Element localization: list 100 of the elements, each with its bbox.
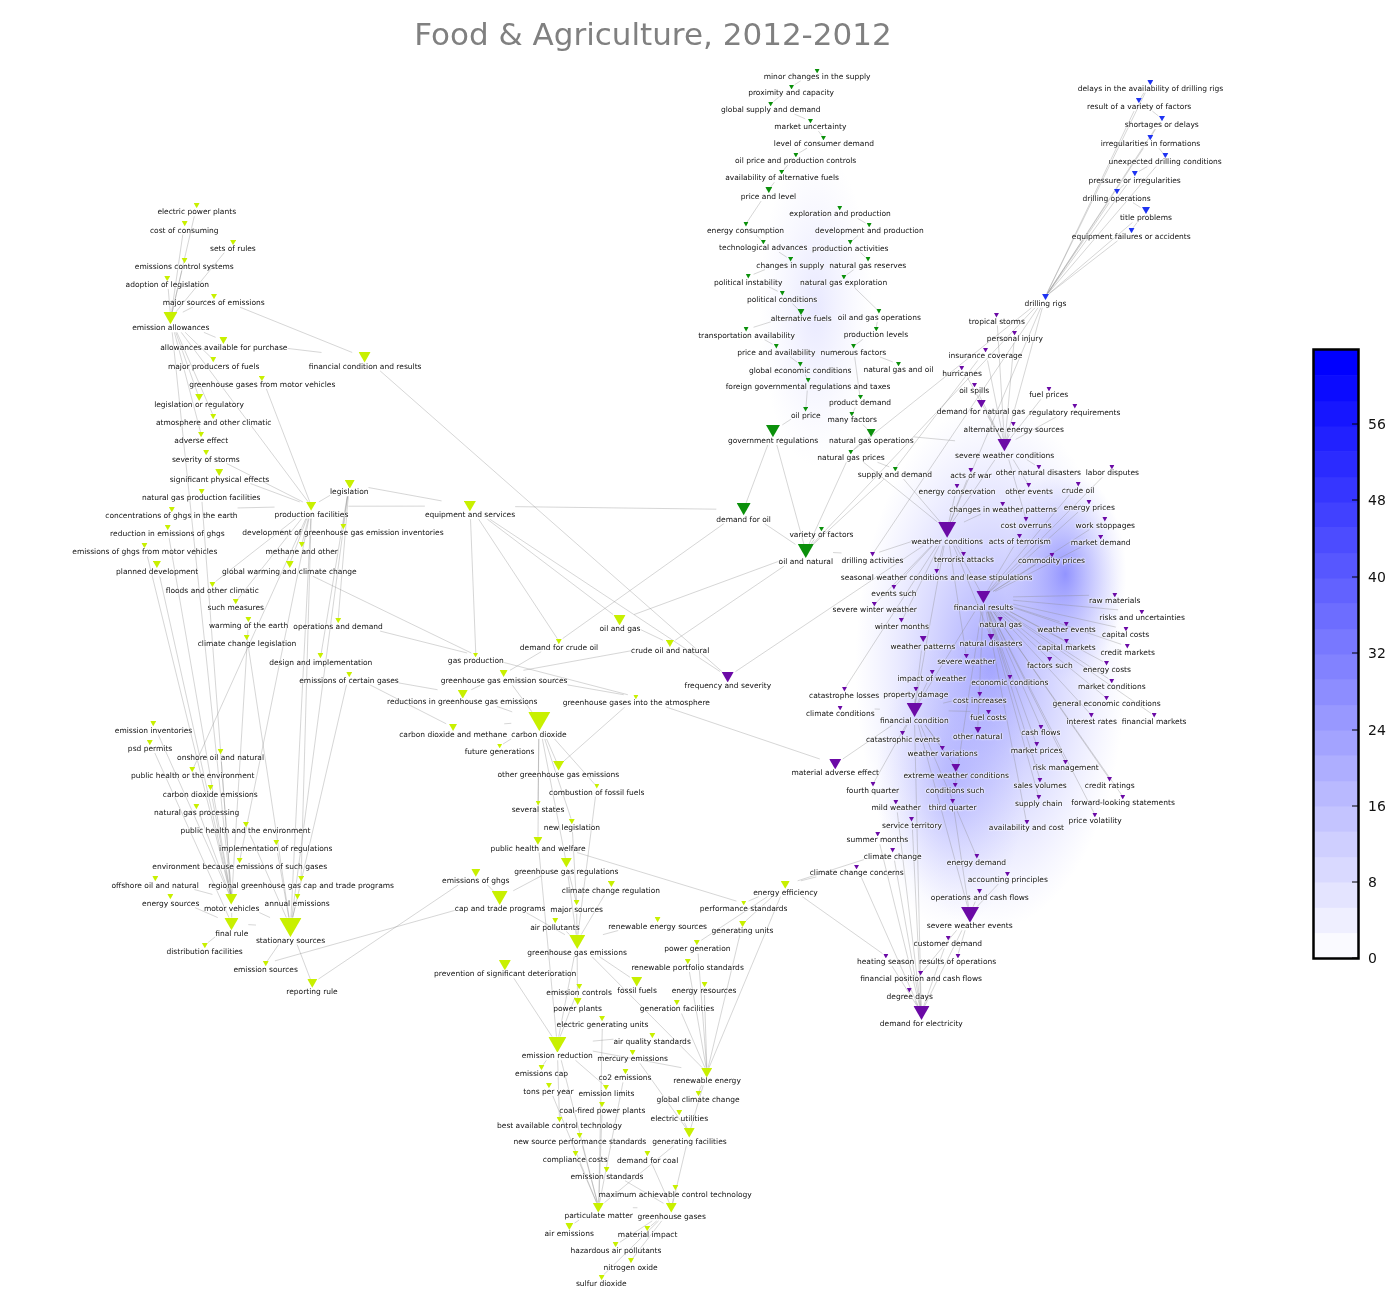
edge-line — [579, 1163, 597, 1203]
edge-line — [957, 929, 966, 954]
scale-tick-label: 8 — [1368, 874, 1377, 890]
edge-line — [924, 929, 963, 1007]
edge-line — [576, 913, 578, 935]
edge-line — [650, 1220, 658, 1227]
edge-line — [846, 269, 854, 276]
edge-line — [512, 875, 543, 892]
edge-line — [379, 370, 723, 672]
edge-line — [398, 682, 438, 691]
edge-line — [565, 931, 570, 935]
edge-line — [1047, 202, 1110, 294]
chart-title: Food & Agriculture, 2012-2012 — [414, 15, 892, 54]
edge-line — [855, 339, 864, 345]
edge-line — [193, 518, 307, 768]
edge-line — [948, 495, 956, 523]
edge-line — [955, 611, 982, 784]
edge-line — [857, 218, 866, 224]
edge-line — [949, 479, 968, 523]
edge-line — [808, 461, 847, 545]
edge-line — [249, 834, 287, 918]
edge-line — [489, 518, 721, 672]
edge-line — [369, 684, 447, 725]
edge-line — [1047, 166, 1157, 294]
edge-line — [992, 564, 1036, 592]
edge-line — [852, 235, 859, 241]
edge-line — [745, 896, 773, 922]
edge-line — [810, 539, 815, 545]
edge-line — [231, 629, 249, 895]
edge-line — [569, 875, 577, 901]
edge-line — [542, 738, 566, 859]
edge-line — [176, 332, 213, 415]
edge-line — [894, 860, 921, 1007]
edge-line — [776, 444, 805, 545]
edge-line — [842, 724, 893, 760]
edge-line — [604, 1145, 675, 1203]
edge-line — [998, 611, 1048, 658]
edge-line — [1006, 433, 1010, 440]
edge-line — [248, 648, 290, 918]
edge-line — [987, 415, 1002, 440]
edge-line — [567, 684, 625, 696]
edge-line — [735, 545, 924, 672]
edge-line — [559, 996, 576, 1037]
edge-line — [800, 876, 817, 882]
edge-line — [764, 523, 796, 545]
edge-line — [986, 546, 1015, 592]
scale-tick-label: 48 — [1368, 492, 1386, 508]
edge-line — [513, 977, 553, 1037]
edge-line — [917, 724, 968, 907]
edge-line — [250, 483, 301, 503]
edge-line — [876, 545, 932, 603]
edge-line — [509, 651, 542, 671]
edge-line — [1012, 603, 1117, 628]
edge-line — [470, 684, 481, 691]
edge-line — [598, 1114, 603, 1203]
edge-line — [976, 883, 999, 907]
edge-line — [873, 724, 907, 783]
edge-line — [478, 518, 558, 639]
edge-line — [215, 518, 297, 582]
edge-line — [207, 936, 216, 944]
edge-line — [267, 944, 279, 962]
edge-line — [558, 956, 575, 1037]
edge-line — [184, 332, 212, 358]
edge-line — [171, 270, 183, 313]
edge-line — [770, 181, 775, 188]
edge-line — [952, 459, 996, 523]
edge-line — [794, 80, 801, 85]
edge-line — [903, 478, 941, 523]
edge-line — [237, 518, 302, 600]
edge-line — [915, 545, 945, 704]
edge-line — [1003, 611, 1152, 714]
edge-line — [562, 523, 725, 639]
edge-line — [237, 506, 275, 509]
edge-line — [580, 894, 605, 935]
edge-line — [674, 565, 785, 641]
edge-line — [963, 513, 982, 523]
edge-line — [792, 303, 799, 310]
scale-tick-label: 0 — [1368, 950, 1377, 966]
edge-line — [318, 884, 459, 980]
edge-line — [794, 113, 806, 120]
edge-line — [651, 1164, 670, 1204]
edge-line — [640, 629, 664, 641]
edge-line — [544, 738, 572, 819]
edge-line — [783, 164, 788, 171]
edge-line — [154, 752, 230, 918]
edge-line — [852, 407, 856, 413]
edge-line — [239, 518, 310, 859]
edge-line — [689, 971, 707, 1068]
edge-line — [1008, 459, 1026, 518]
edge-line — [977, 611, 984, 728]
edge-line — [873, 307, 1039, 553]
edge-line — [591, 956, 703, 1068]
edge-line — [292, 907, 296, 918]
edge-line — [1118, 184, 1125, 190]
edge-line — [690, 1084, 704, 1129]
edge-line — [287, 348, 322, 353]
edge-line — [698, 1084, 702, 1092]
edge-line — [259, 912, 271, 918]
edge-line — [852, 444, 860, 451]
edge-line — [942, 700, 954, 704]
